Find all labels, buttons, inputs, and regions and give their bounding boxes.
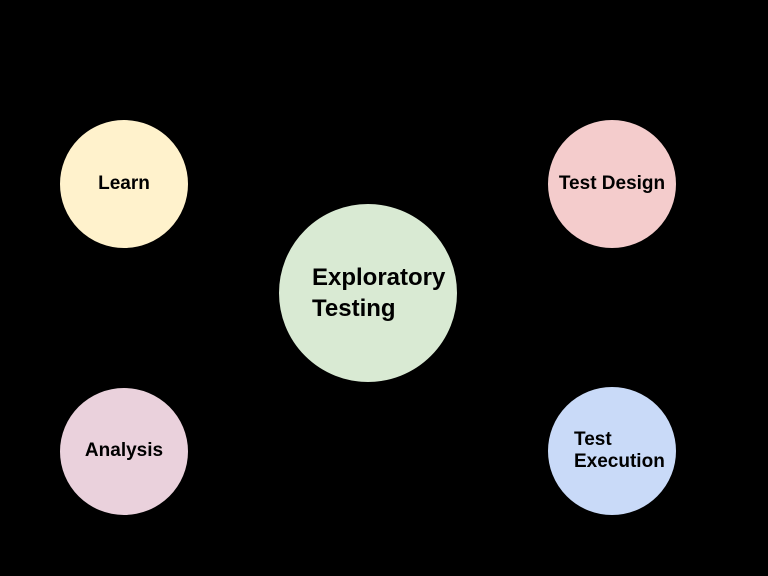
node-exploratory-testing-label: Exploratory Testing [312, 264, 446, 322]
node-learn: Learn [59, 119, 189, 249]
node-test-execution: Test Execution [547, 386, 677, 516]
node-exploratory-testing: Exploratory Testing [278, 203, 458, 383]
node-test-execution-label: Test Execution [574, 429, 665, 472]
node-analysis: Analysis [59, 387, 189, 516]
node-learn-label: Learn [98, 172, 150, 194]
node-test-design: Test Design [547, 119, 677, 249]
node-test-design-label: Test Design [558, 172, 666, 194]
node-analysis-label: Analysis [84, 440, 164, 462]
